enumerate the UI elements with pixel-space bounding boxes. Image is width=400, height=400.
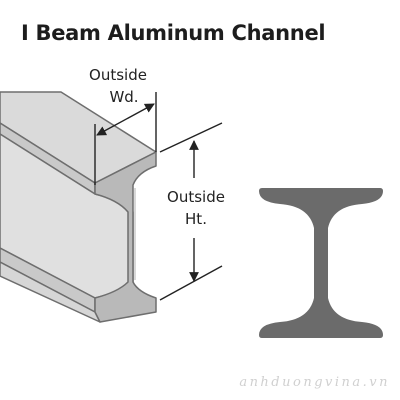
beam-front-end-face <box>94 151 157 323</box>
width-label-line1: Outside <box>89 66 147 84</box>
page-title: I Beam Aluminum Channel <box>21 21 326 45</box>
height-label-line1: Outside <box>167 188 225 206</box>
height-extension-line-bottom <box>159 265 223 301</box>
width-dimension: Outside Wd. <box>89 66 157 185</box>
height-dimension: Outside Ht. <box>159 122 225 301</box>
height-extension-line-top <box>159 122 223 153</box>
watermark-text: anhduongvina.vn <box>239 375 390 390</box>
i-beam-cross-section <box>259 188 383 338</box>
width-arrow <box>96 103 155 136</box>
beam-3d-illustration <box>0 91 157 323</box>
width-label-line2: Wd. <box>109 88 138 106</box>
height-label-line2: Ht. <box>185 210 207 228</box>
